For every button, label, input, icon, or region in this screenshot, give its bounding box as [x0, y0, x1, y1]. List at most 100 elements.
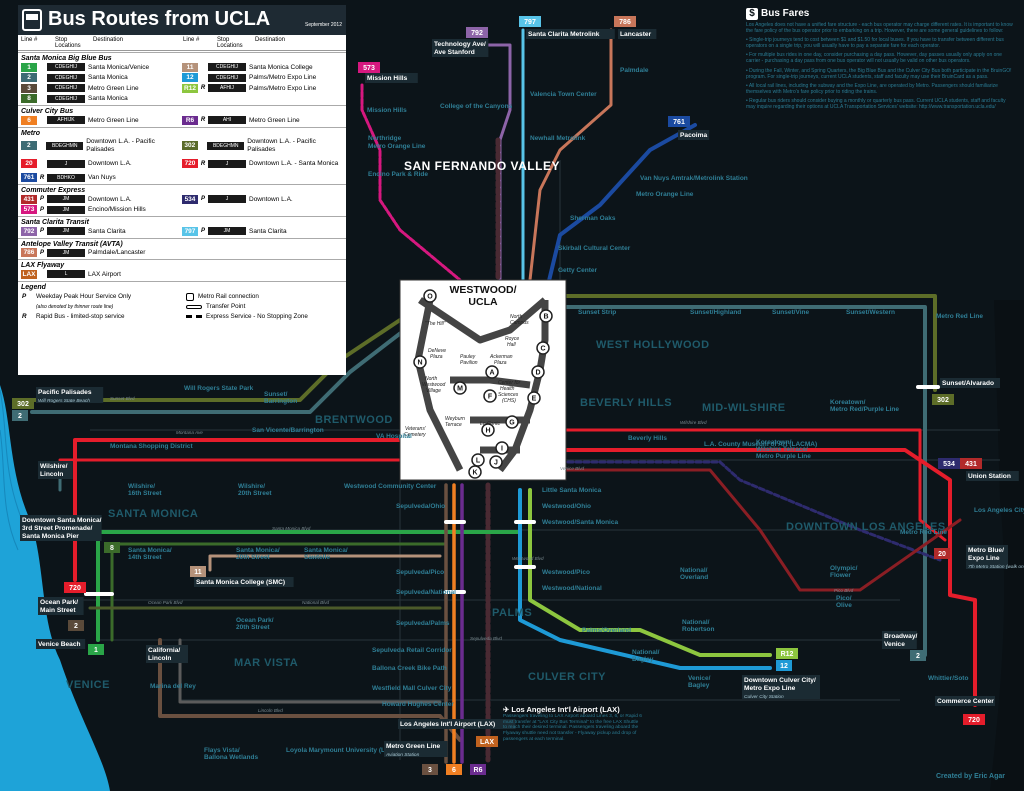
route-badge-761: [668, 116, 690, 127]
street-name: Pico Blvd: [834, 588, 854, 593]
route-number-badge: 3: [21, 83, 37, 93]
place-label: Ballona Creek Bike Path: [372, 665, 447, 672]
place-label: San Vicente/Barrington: [252, 427, 324, 434]
terminal-box: [36, 639, 86, 649]
stop-marker: [531, 365, 545, 379]
stop-locations: J: [208, 159, 246, 168]
campus-hill: "The Hill": [425, 321, 446, 327]
stop-letter: J: [494, 460, 498, 467]
place-label: Metro Red Line: [936, 313, 983, 320]
stop-letter: K: [472, 470, 477, 477]
place-label: Wilshire/: [238, 483, 265, 490]
area-san-fernando-valley: SAN FERNANDO VALLEY: [404, 159, 560, 173]
route-destination: Downtown L.A. - Santa Monica: [249, 159, 339, 167]
fare-paragraph: • Single-trip journeys tend to cost betw…: [746, 37, 1004, 50]
stop-locations: JM: [47, 205, 85, 214]
col-stop-2: Stop Locations: [217, 37, 243, 49]
svg-text:Health: Health: [500, 386, 515, 392]
route-badge-20: [934, 548, 950, 559]
place-label: Getty Center: [558, 267, 597, 274]
terminal-label: Ocean Park/: [40, 599, 78, 606]
legend-key: P Weekday Peak Hour Service Only Metro R…: [18, 291, 346, 323]
westwood-title: WESTWOOD/: [449, 284, 516, 296]
legend-section-title: Metro: [18, 126, 346, 137]
lax-note: ✈ Los Angeles Int'l Airport (LAX) Passen…: [503, 706, 643, 743]
terminal-sublabel: Will Rogers State Beach: [38, 398, 90, 404]
svg-text:Sciences: Sciences: [498, 392, 519, 398]
svg-text:DeNeve: DeNeve: [428, 348, 446, 354]
place-label: Santa Monica/: [128, 547, 172, 554]
legend-section-title: LAX Flyaway: [18, 259, 346, 269]
route-destination: Santa Clarita: [249, 227, 287, 235]
transfer-points: [84, 385, 940, 596]
legend-section-title: Santa Clarita Transit: [18, 216, 346, 226]
terminal-label: Metro Green Line: [386, 743, 441, 750]
svg-text:Campus: Campus: [510, 320, 529, 326]
place-label: Los Angeles City Hall: [974, 507, 1024, 514]
terminal-label: 3rd Street Promenade/: [22, 525, 93, 532]
route-number-badge: 534: [182, 194, 198, 204]
place-label: Robertson: [682, 626, 715, 633]
service-type: P: [39, 206, 44, 213]
place-label: Westfield Mall Culver City: [372, 685, 452, 692]
place-label: 20th Street: [238, 490, 272, 497]
place-label: Bagley: [632, 656, 654, 663]
terminal-label: Union Station: [968, 473, 1011, 480]
route-destination: Santa Monica/Venice: [88, 63, 150, 71]
place-label: Newhall Metrolink: [530, 135, 586, 142]
route-badge-R6: [470, 764, 486, 775]
route-destination: Downtown L.A.: [88, 159, 132, 167]
fare-paragraph: Los Angeles does not have a unified fare…: [746, 22, 1013, 35]
route-destination: Santa Monica College: [249, 63, 313, 71]
street-name: Montana Ave: [176, 430, 203, 435]
place-label: Sepulveda/Ohio: [396, 503, 445, 510]
terminal-label: Venice: [884, 641, 905, 648]
route-number-badge: 8: [21, 94, 37, 104]
stop-letter: H: [485, 428, 490, 435]
place-label: L.A. County Museum of Art (LACMA): [704, 441, 817, 448]
peak-sub: (also denoted by thinner route line): [36, 303, 114, 310]
terminal-label: Santa Clarita Metrolink: [528, 31, 600, 38]
route-number-badge: 2: [21, 73, 37, 83]
place-label: Sunset/Vine: [772, 309, 809, 316]
terminal-label: Broadway/: [884, 633, 918, 640]
service-type: R: [39, 174, 45, 181]
terminal-label: Downtown Santa Monica/: [22, 517, 102, 524]
svg-text:Westwood: Westwood: [422, 382, 445, 388]
peak-key: P: [22, 293, 27, 300]
svg-text:Ackerman: Ackerman: [489, 354, 513, 360]
svg-text:Center for: Center for: [498, 380, 521, 386]
lax-note-text: Passengers traveling to LAX Airport aboa…: [503, 713, 642, 742]
route-legend-panel: Bus Routes from UCLA September 2012 Line…: [18, 5, 346, 375]
route-badge-label: 302: [937, 397, 949, 404]
route-badge-6: [446, 764, 462, 775]
stop-locations: AFHIJ: [208, 84, 246, 93]
peak-desc: Weekday Peak Hour Service Only: [36, 293, 132, 300]
stop-letter: G: [509, 420, 515, 427]
credit: Created by Eric Agar: [936, 773, 1005, 780]
stop-marker: [505, 415, 519, 429]
route-destination: Encino/Mission Hills: [88, 206, 146, 214]
route-destination: Santa Clarita: [88, 227, 126, 235]
route-number-badge: 6: [21, 115, 37, 125]
place-label: Sunset/Highland: [690, 309, 741, 316]
stop-letter: I: [501, 446, 503, 453]
route-destination: Santa Monica: [88, 95, 128, 103]
svg-text:Veterans': Veterans': [405, 426, 427, 432]
service-type: R: [200, 85, 206, 92]
route-number-badge: 12: [182, 73, 198, 83]
stop-locations: CDEGHIJ: [208, 73, 246, 82]
stop-locations: J: [208, 195, 246, 204]
route-badge-label: 720: [968, 717, 980, 724]
place-label: National/: [680, 567, 708, 574]
service-type: R: [200, 117, 206, 124]
route-destination: Downtown L.A. - Pacific Palisades: [86, 138, 155, 153]
route-badge-label: R12: [781, 651, 794, 658]
